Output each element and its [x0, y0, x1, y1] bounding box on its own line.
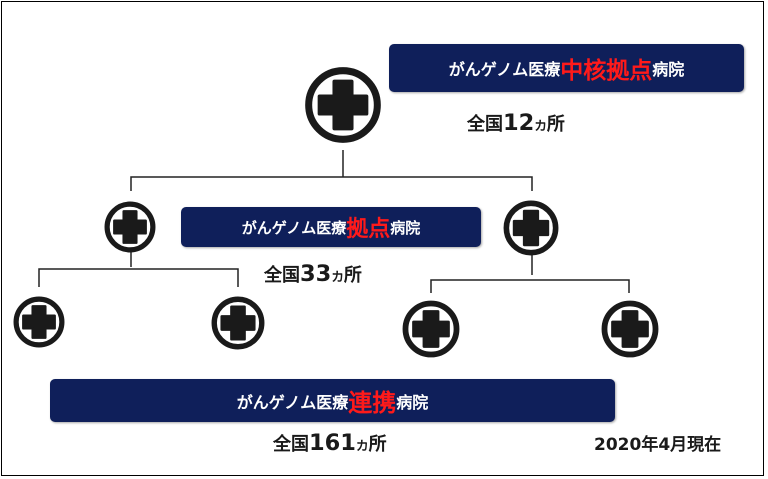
linked-count-unit-small: カ	[355, 438, 369, 453]
hospital-cross-icon	[211, 296, 265, 350]
core-count-prefix: 全国	[467, 114, 503, 135]
core-hospital-count: 全国12カ所	[467, 110, 565, 136]
linked-label-highlight: 連携	[348, 389, 397, 417]
linked-count-prefix: 全国	[273, 434, 309, 455]
base-label-highlight: 拠点	[346, 217, 391, 242]
core-count-number: 12	[503, 110, 535, 136]
linked-hospital-banner: がんゲノム医療連携病院	[50, 379, 615, 422]
linked-hospital-count: 全国161カ所	[273, 430, 387, 456]
hospital-cross-icon	[104, 201, 156, 253]
core-count-unit: 所	[546, 114, 565, 135]
base-label-after: 病院	[390, 218, 421, 237]
hospital-cross-icon	[601, 300, 659, 358]
core-label-highlight: 中核拠点	[560, 58, 653, 84]
base-label-before: がんゲノム医療	[241, 218, 347, 237]
connector-right-branch	[430, 279, 630, 293]
core-label-after: 病院	[652, 60, 685, 79]
linked-count-unit: 所	[368, 434, 387, 455]
core-hospital-banner: がんゲノム医療中核拠点病院	[389, 44, 744, 92]
base-count-unit-small: カ	[331, 269, 344, 284]
base-hospital-banner: がんゲノム医療拠点病院	[181, 207, 481, 247]
base-count-prefix: 全国	[264, 265, 300, 286]
connector-left-branch	[38, 268, 239, 287]
hospital-cross-icon	[304, 66, 382, 144]
linked-label-before: がんゲノム医療	[236, 392, 349, 412]
hospital-cross-icon	[503, 200, 559, 256]
hospital-cross-icon	[13, 296, 65, 348]
core-label-before: がんゲノム医療	[448, 60, 561, 79]
base-count-number: 33	[300, 261, 332, 287]
base-count-unit: 所	[343, 265, 362, 286]
linked-count-number: 161	[309, 430, 356, 456]
as-of-date: 2020年4月現在	[594, 435, 722, 455]
core-count-unit-small: カ	[534, 118, 547, 133]
base-hospital-count: 全国33カ所	[264, 261, 362, 287]
linked-label-after: 病院	[396, 392, 429, 412]
hospital-cross-icon	[402, 300, 460, 358]
connector-core-branch	[130, 176, 533, 191]
